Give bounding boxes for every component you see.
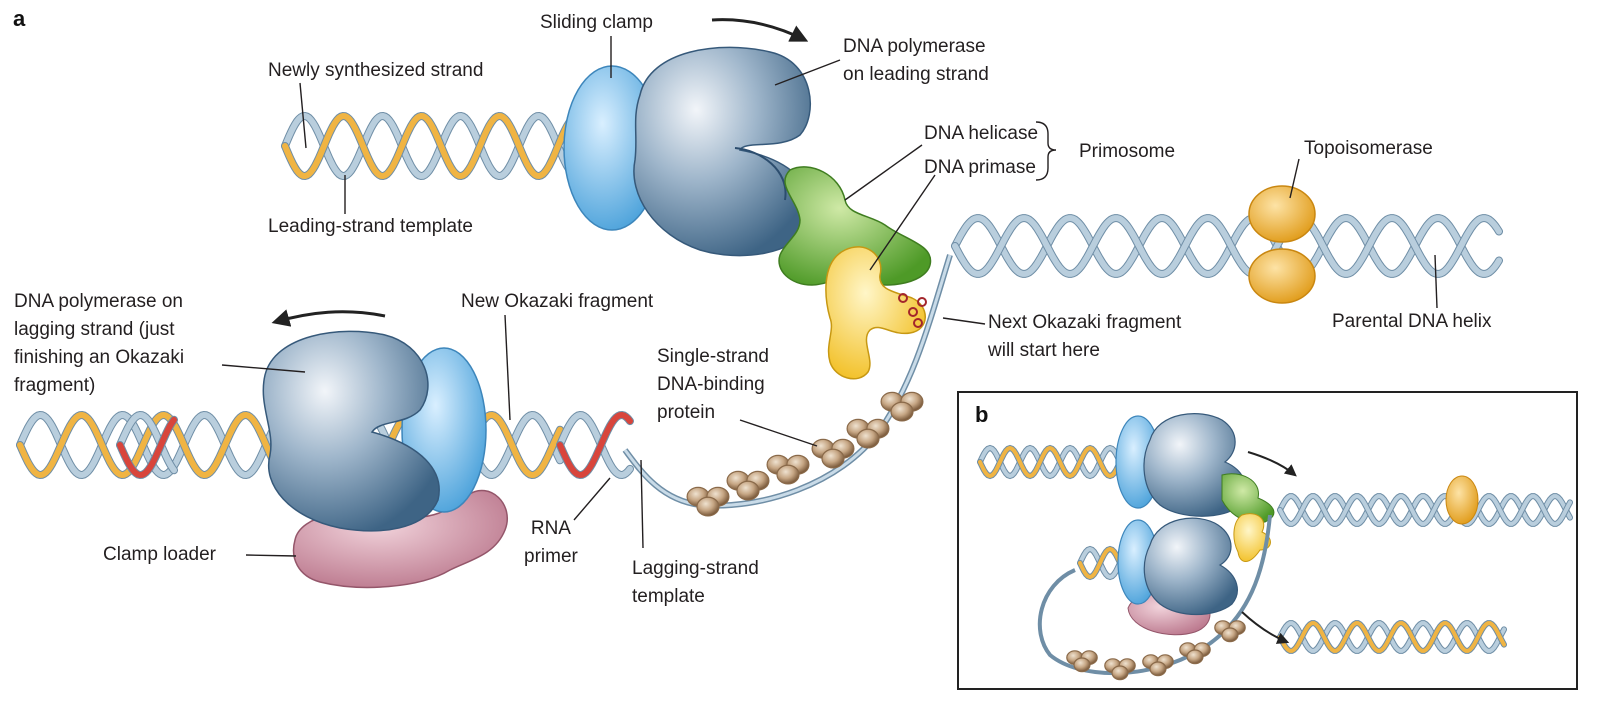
ssb-cluster-4-bead-2: [736, 480, 760, 501]
label-rna-primer-line-2: primer: [524, 546, 578, 567]
inset-ssb-cluster-2-bead-2: [1149, 661, 1167, 677]
inset-arrow-top: [1247, 451, 1297, 477]
label-single-strand-binding-protein: Single-strand DNA-binding protein: [657, 343, 769, 427]
ssb-cluster-3-bead-2: [776, 464, 800, 485]
label-dna-helicase: DNA helicase: [924, 123, 1039, 144]
lagging-duplex-primer-strand-b: [557, 411, 633, 479]
label-next-okazaki-line-1: Next Okazaki fragment: [988, 312, 1182, 333]
old-okazaki-primer: [116, 410, 178, 480]
label-topoisomerase: Topoisomerase: [1304, 138, 1433, 159]
inset-single-strand-binding-proteins: [1066, 620, 1246, 681]
topoisomerase: [1248, 185, 1316, 304]
label-lagging-strand-template: Lagging-strand template: [632, 555, 759, 611]
label-rna-primer: RNA primer: [524, 515, 578, 571]
leading-direction-arrow: [711, 18, 809, 42]
label-polymerase-leading-line-1: DNA polymerase: [843, 36, 986, 57]
dna-polymerase-lagging: [262, 330, 440, 532]
single-strand-binding-proteins: [686, 391, 924, 517]
lagging-duplex-primer: [556, 410, 634, 480]
dna-polymerase-leading: [633, 46, 813, 257]
inset-parental-helix: [1277, 493, 1573, 527]
lagging-direction-arrow: [271, 309, 386, 327]
panel-label-a: a: [13, 6, 26, 31]
lagging-duplex-primer-strand-a: [557, 411, 633, 479]
old-okazaki-primer-strand-b: [117, 411, 177, 474]
label-primosome: Primosome: [1079, 141, 1176, 162]
inset-ssb-cluster-0-bead-2: [1221, 627, 1239, 643]
inset-arrow-bottom: [1241, 611, 1290, 644]
label-lagging-template-line-1: Lagging-strand: [632, 558, 759, 579]
inset-ssb-cluster-1-bead-2: [1186, 649, 1204, 665]
ssb-cluster-1-bead-2: [856, 428, 880, 449]
label-polymerase-leading-line-2: on leading strand: [843, 64, 989, 85]
ssb-cluster-5-bead-2: [696, 496, 720, 517]
label-polymerase-lagging-line-4: fragment): [14, 375, 96, 396]
parental-helix: [951, 214, 1503, 278]
label-polymerase-lagging-line-3: finishing an Okazaki: [14, 347, 185, 368]
dna-primase: [825, 246, 927, 380]
panel-label-b: b: [975, 402, 989, 427]
inset-polymerase-bottom: [1117, 517, 1238, 636]
label-ssb-line-1: Single-strand: [657, 346, 769, 367]
label-dna-primase: DNA primase: [924, 157, 1036, 178]
label-new-okazaki-fragment: New Okazaki fragment: [461, 291, 654, 312]
label-leading-strand-template: Leading-strand template: [268, 216, 473, 237]
inset-lower-duplex: [1277, 620, 1507, 654]
inset-ssb-cluster-4-bead-2: [1073, 657, 1091, 673]
inset-ssb-cluster-3-bead-2: [1111, 665, 1129, 681]
parental-helix-strand-a: [952, 215, 1502, 277]
inset-lower-duplex-strand-b: [1278, 621, 1506, 653]
leader-lines: [221, 36, 1438, 557]
inset-polymerase-top: [1115, 413, 1479, 562]
label-rna-primer-line-1: RNA: [530, 518, 571, 539]
label-newly-synthesized-strand: Newly synthesized strand: [268, 60, 484, 81]
inset-lower-duplex-strand-a: [1278, 621, 1506, 653]
label-polymerase-lagging: DNA polymerase on lagging strand (just f…: [14, 288, 184, 400]
label-clamp-loader: Clamp loader: [103, 544, 216, 565]
inset-parental-helix-strand-a: [1278, 494, 1572, 526]
label-polymerase-lagging-line-2: lagging strand (just: [14, 319, 175, 340]
label-ssb-line-2: DNA-binding: [657, 374, 765, 395]
label-lagging-template-line-2: template: [632, 586, 705, 607]
old-okazaki-primer-strand-a: [117, 416, 177, 479]
label-ssb-line-3: protein: [657, 402, 716, 423]
ssb-cluster-0-bead-2: [890, 401, 914, 422]
label-polymerase-lagging-line-1: DNA polymerase on: [14, 291, 183, 312]
ssb-cluster-2-bead-2: [821, 448, 845, 469]
label-next-okazaki-line-2: will start here: [988, 340, 1100, 361]
label-sliding-clamp: Sliding clamp: [540, 12, 653, 33]
label-next-okazaki-fragment: Next Okazaki fragment will start here: [988, 309, 1181, 365]
inset-panel-b: [957, 391, 1578, 690]
label-polymerase-leading: DNA polymerase on leading strand: [843, 33, 989, 89]
label-parental-dna-helix: Parental DNA helix: [1332, 311, 1492, 332]
